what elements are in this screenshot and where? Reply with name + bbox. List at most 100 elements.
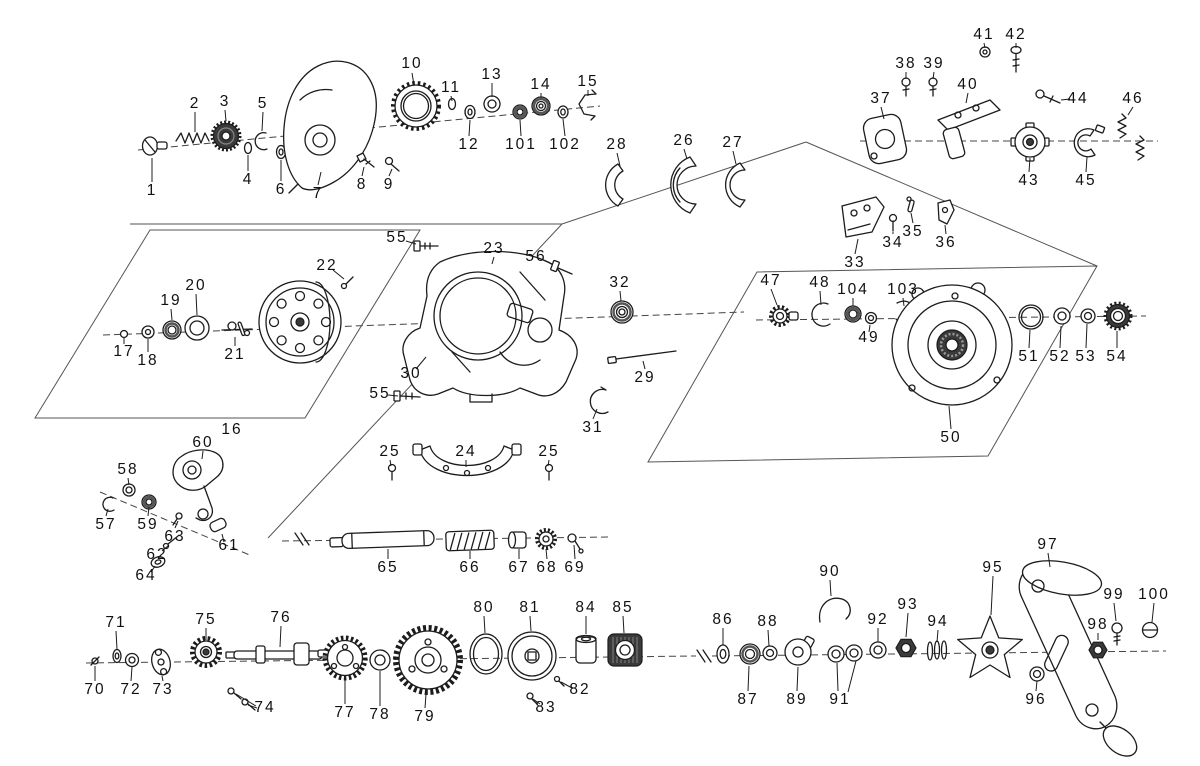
part-56-screw: [550, 259, 573, 275]
part-label-85: 85: [612, 599, 633, 616]
part-label-92: 92: [867, 611, 888, 628]
part-label-101: 101: [505, 136, 537, 153]
part-label-31: 31: [582, 419, 603, 436]
part-label-83: 83: [535, 699, 556, 716]
leader-line: [405, 240, 417, 245]
leader-line: [732, 150, 737, 165]
part-38-screw: [901, 77, 911, 97]
part-label-37: 37: [870, 90, 891, 107]
leader-line: [221, 533, 225, 543]
part-102-washer: [557, 105, 569, 119]
part-41-washer: [979, 46, 991, 58]
leader-line: [105, 508, 109, 517]
part-18-washer: [141, 325, 155, 339]
part-87-bearing: [739, 643, 761, 665]
part-label-43: 43: [1018, 172, 1039, 189]
part-19-bearing: [162, 320, 182, 340]
part-label-65: 65: [377, 559, 398, 576]
leader-line: [161, 675, 164, 682]
part-label-10: 10: [401, 55, 422, 72]
part-label-66: 66: [459, 559, 480, 576]
part-label-24: 24: [455, 443, 476, 460]
part-label-14: 14: [530, 76, 551, 93]
part-label-11: 11: [441, 79, 461, 96]
part-51-o-ring: [1018, 304, 1044, 330]
part-88-washer: [762, 645, 778, 661]
part-84-bushing: [575, 634, 597, 664]
part-2-spring: [175, 132, 210, 144]
part-95-star-drag: [957, 615, 1023, 679]
part-label-91: 91: [829, 691, 850, 708]
part-label-79: 79: [414, 708, 435, 725]
leader-line: [836, 662, 839, 692]
part-label-44: 44: [1067, 90, 1088, 107]
part-28-brake-segment: [605, 163, 624, 207]
part-97-handle-arm: [1018, 560, 1138, 757]
leader-line: [880, 106, 885, 120]
leader-line: [161, 544, 170, 552]
leader-line: [389, 459, 392, 467]
leader-line: [483, 615, 486, 634]
part-25-screw-left: [387, 463, 397, 481]
part-55-screw-upper: [413, 240, 439, 252]
part-label-93: 93: [897, 596, 918, 613]
leader-line: [932, 71, 935, 80]
part-label-68: 68: [536, 559, 557, 576]
leader-line: [619, 290, 622, 302]
leader-line: [150, 565, 156, 573]
leader-line: [545, 548, 548, 560]
part-70-pin: [90, 656, 100, 666]
part-98-handle-nut: [1088, 641, 1108, 659]
part-58-washer: [122, 483, 136, 497]
leader-line: [990, 575, 994, 616]
part-65-worm-shaft: [329, 529, 435, 550]
part-14-bearing: [531, 96, 551, 116]
part-12-washer: [464, 104, 476, 120]
leader-line: [450, 95, 453, 102]
leader-line: [491, 256, 495, 265]
part-83-screw: [526, 692, 538, 705]
part-17-pin: [119, 329, 129, 339]
part-92-washer: [869, 641, 887, 659]
part-label-27: 27: [722, 134, 743, 151]
part-label-95: 95: [982, 559, 1003, 576]
leader-line: [529, 615, 532, 632]
part-66-worm-gear: [445, 529, 495, 552]
leader-line: [944, 224, 947, 235]
part-99-screw: [1111, 622, 1123, 646]
part-label-67: 67: [508, 559, 529, 576]
part-label-102: 102: [549, 136, 581, 153]
part-label-96: 96: [1025, 691, 1046, 708]
leader-line: [415, 356, 427, 370]
part-label-88: 88: [757, 613, 778, 630]
part-53-washer: [1080, 308, 1096, 324]
leader-line: [622, 615, 625, 634]
part-74-screws: [227, 687, 256, 711]
leader-line: [868, 324, 871, 333]
part-label-59: 59: [137, 516, 158, 533]
leader-line: [1047, 552, 1051, 568]
part-29-shaft: [607, 350, 677, 365]
part-label-73: 73: [152, 681, 173, 698]
part-23-frame: [402, 250, 578, 403]
part-label-103: 103: [887, 281, 919, 298]
part-label-104: 104: [837, 281, 869, 298]
part-91-washers: [827, 644, 863, 663]
leader-line: [965, 92, 969, 104]
part-label-60: 60: [192, 434, 213, 451]
leader-line: [573, 544, 576, 560]
leader-line: [1151, 602, 1155, 623]
part-label-81: 81: [519, 599, 540, 616]
part-label-52: 52: [1049, 348, 1070, 365]
part-63-pin: [172, 512, 183, 526]
part-96-washer: [1029, 666, 1045, 682]
part-label-42: 42: [1005, 26, 1026, 43]
part-9-screw: [384, 156, 400, 172]
part-46-springs: [1117, 113, 1145, 161]
leader-line: [247, 704, 258, 709]
part-label-89: 89: [786, 691, 807, 708]
leader-line: [361, 166, 365, 177]
leader-line: [642, 360, 646, 370]
part-label-77: 77: [334, 704, 355, 721]
leader-line: [532, 698, 541, 705]
